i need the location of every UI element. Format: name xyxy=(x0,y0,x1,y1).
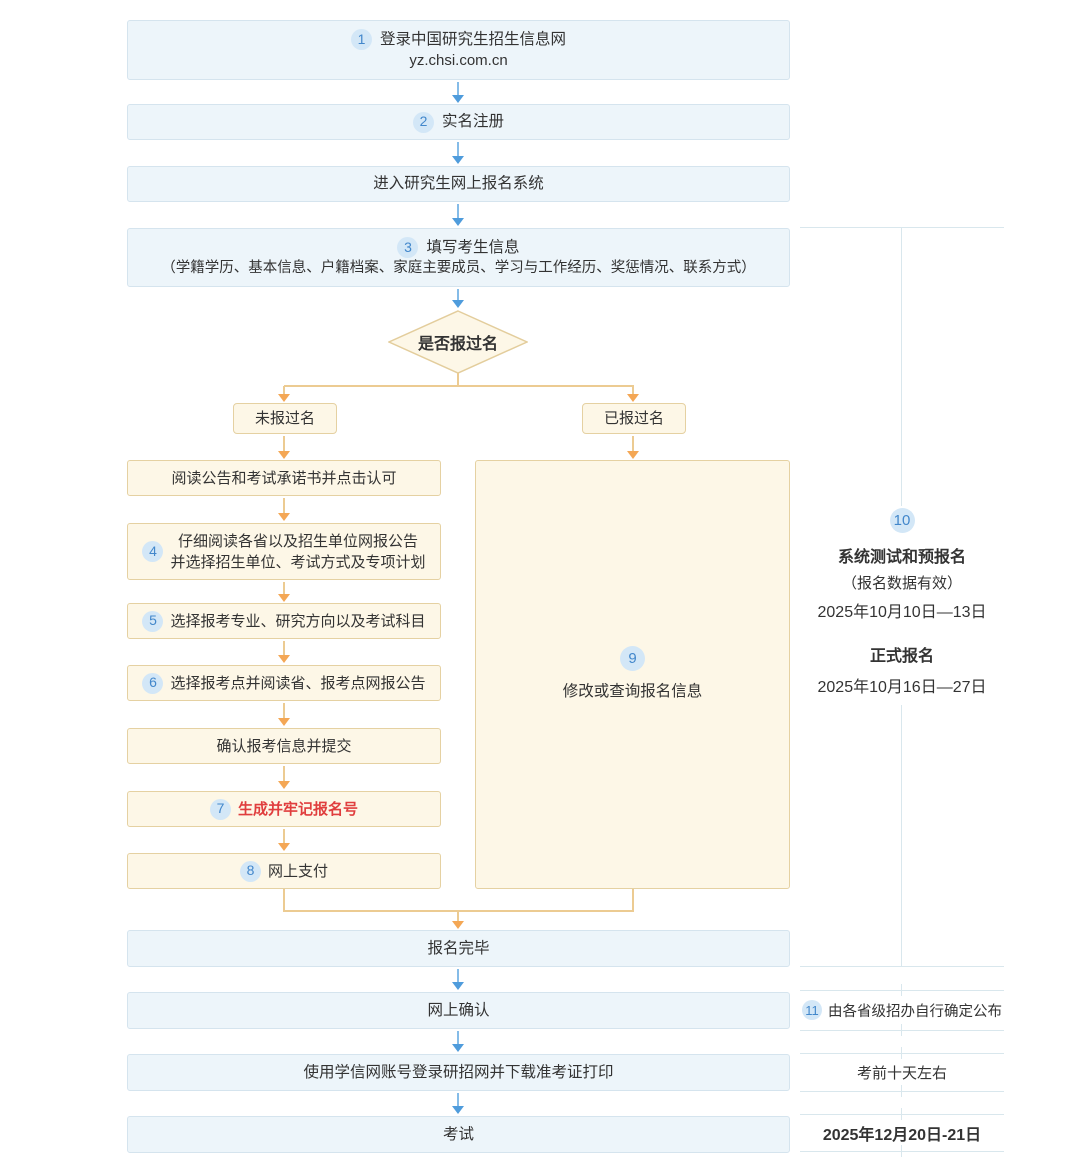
annotation-bracket-tick xyxy=(901,984,902,996)
annotation-bracket-tick xyxy=(901,1047,902,1059)
arrow-down-icon xyxy=(451,142,465,164)
annotation-bracket-tick xyxy=(901,1145,902,1157)
step-exam-box: 考试 xyxy=(127,1116,790,1153)
arrow-down-icon xyxy=(451,204,465,226)
arrow-down-icon xyxy=(277,436,291,459)
step4-line1: 仔细阅读各省以及招生单位网报公告 xyxy=(177,532,418,550)
annotation-bracket-tick xyxy=(901,1024,902,1036)
branch-registered: 已报过名 xyxy=(582,403,686,434)
arrow-down-icon xyxy=(277,641,291,663)
annotation-bracket-line xyxy=(800,227,1004,228)
branch-not-registered: 未报过名 xyxy=(233,403,337,434)
step-number-badge: 7 xyxy=(209,798,231,820)
read-notice-label: 阅读公告和考试承诺书并点击认可 xyxy=(171,469,397,487)
arrow-down-icon xyxy=(451,1031,465,1052)
step5-label: 选择报考专业、研究方向以及考试科目 xyxy=(170,612,426,630)
step8-pay-online-box: 8 网上支付 xyxy=(127,853,441,889)
annotation-ticket-time: 考前十天左右 xyxy=(800,1061,1004,1083)
arrow-down-icon xyxy=(626,436,640,459)
annotation-bracket-line xyxy=(800,1114,1004,1115)
connector-line xyxy=(284,385,634,387)
exam-label: 考试 xyxy=(442,1125,474,1143)
step-download-ticket-box: 使用学信网账号登录研招网并下载准考证打印 xyxy=(127,1054,790,1091)
pre-registration-dates: 2025年10月10日—13日 xyxy=(817,604,987,621)
step3-label: 填写考生信息 xyxy=(426,238,520,256)
step-number-badge: 6 xyxy=(142,672,164,694)
annotation-bracket-line xyxy=(800,966,1004,967)
confirm-submit-label: 确认报考信息并提交 xyxy=(216,737,352,755)
step-read-notice-box: 阅读公告和考试承诺书并点击认可 xyxy=(127,460,441,496)
step-online-confirm-box: 网上确认 xyxy=(127,992,790,1029)
arrow-down-icon xyxy=(277,582,291,602)
step2-label: 实名注册 xyxy=(441,113,504,131)
ticket-time-note: 考前十天左右 xyxy=(856,1064,947,1082)
step-enter-system-box: 进入研究生网上报名系统 xyxy=(127,166,790,202)
arrow-down-icon xyxy=(451,289,465,308)
step1-url: yz.chsi.com.cn xyxy=(409,52,508,70)
annotation-bracket-line xyxy=(800,990,1004,991)
step-number-badge: 2 xyxy=(412,111,434,133)
enter-system-label: 进入研究生网上报名系统 xyxy=(373,175,544,193)
formal-registration-title: 正式报名 xyxy=(869,648,934,665)
annotation-online-confirm: 11 由各省级招办自行确定公布 xyxy=(790,998,1014,1022)
pre-registration-title: 系统测试和预报名 xyxy=(837,549,966,566)
annotation-registration-period: 10 系统测试和预报名 （报名数据有效） 2025年10月10日—13日 正式报… xyxy=(796,506,1008,705)
step-number-badge: 1 xyxy=(350,29,372,50)
arrow-down-icon xyxy=(451,911,465,929)
step-number-badge: 8 xyxy=(239,860,261,882)
step2-register-box: 2 实名注册 xyxy=(127,104,790,140)
connector-line xyxy=(283,889,285,912)
connector-line xyxy=(632,889,634,912)
complete-label: 报名完毕 xyxy=(427,939,490,957)
step-number-badge: 5 xyxy=(142,610,164,632)
annotation-bracket-line xyxy=(800,1030,1004,1031)
online-confirm-label: 网上确认 xyxy=(427,1001,490,1019)
step4-read-announcements-box: 4 仔细阅读各省以及招生单位网报公告 并选择招生单位、考试方式及专项计划 xyxy=(127,523,441,580)
arrow-down-icon xyxy=(277,498,291,521)
step1-label: 登录中国研究生招生信息网 xyxy=(379,30,566,48)
step1-login-box: 1 登录中国研究生招生信息网 yz.chsi.com.cn xyxy=(127,20,790,80)
arrow-down-icon xyxy=(277,766,291,789)
step7-remember-id-box: 7 生成并牢记报名号 xyxy=(127,791,441,827)
step5-choose-major-box: 5 选择报考专业、研究方向以及考试科目 xyxy=(127,603,441,639)
step9-label: 修改或查询报名信息 xyxy=(562,683,703,701)
arrow-down-icon xyxy=(277,829,291,851)
annotation-bracket-tick xyxy=(901,1085,902,1097)
step-number-badge: 3 xyxy=(397,236,419,258)
step-complete-box: 报名完毕 xyxy=(127,930,790,967)
step-number-badge: 9 xyxy=(620,646,645,672)
branch-left-label: 未报过名 xyxy=(254,410,315,427)
arrow-down-icon xyxy=(451,82,465,103)
annotation-bracket-line xyxy=(800,1053,1004,1054)
step-number-badge: 10 xyxy=(889,508,915,533)
arrow-down-icon xyxy=(277,386,291,402)
step-number-badge: 11 xyxy=(802,1000,822,1020)
step3-fill-info-box: 3 填写考生信息 （学籍学历、基本信息、户籍档案、家庭主要成员、学习与工作经历、… xyxy=(127,228,790,287)
step-confirm-submit-box: 确认报考信息并提交 xyxy=(127,728,441,764)
annotation-exam-date: 2025年12月20日-21日 xyxy=(800,1122,1004,1144)
annotation-bracket-line xyxy=(800,1091,1004,1092)
pre-registration-note: （报名数据有效） xyxy=(841,575,962,592)
arrow-down-icon xyxy=(277,703,291,726)
step4-line2: 并选择招生单位、考试方式及专项计划 xyxy=(170,553,426,571)
branch-right-label: 已报过名 xyxy=(603,410,664,427)
annotation-bracket-line xyxy=(800,1151,1004,1152)
step7-label: 生成并牢记报名号 xyxy=(237,800,358,818)
connector-line xyxy=(457,373,459,387)
download-ticket-label: 使用学信网账号登录研招网并下载准考证打印 xyxy=(303,1063,614,1081)
step6-choose-exam-site-box: 6 选择报考点并阅读省、报考点网报公告 xyxy=(127,665,441,701)
annotation-bracket-tick xyxy=(901,1108,902,1120)
arrow-down-icon xyxy=(451,1093,465,1114)
decision-label: 是否报过名 xyxy=(417,336,498,353)
exam-date-note: 2025年12月20日-21日 xyxy=(822,1127,982,1144)
step3-detail: （学籍学历、基本信息、户籍档案、家庭主要成员、学习与工作经历、奖惩情况、联系方式… xyxy=(161,260,756,277)
arrow-down-icon xyxy=(451,969,465,990)
step6-label: 选择报考点并阅读省、报考点网报公告 xyxy=(170,674,426,692)
step8-label: 网上支付 xyxy=(267,862,328,880)
step-number-badge: 4 xyxy=(142,541,164,562)
formal-registration-dates: 2025年10月16日—27日 xyxy=(817,679,987,696)
step9-modify-query-box: 9 修改或查询报名信息 xyxy=(475,460,790,889)
arrow-down-icon xyxy=(626,386,640,402)
online-confirm-note: 由各省级招办自行确定公布 xyxy=(828,1003,1002,1020)
